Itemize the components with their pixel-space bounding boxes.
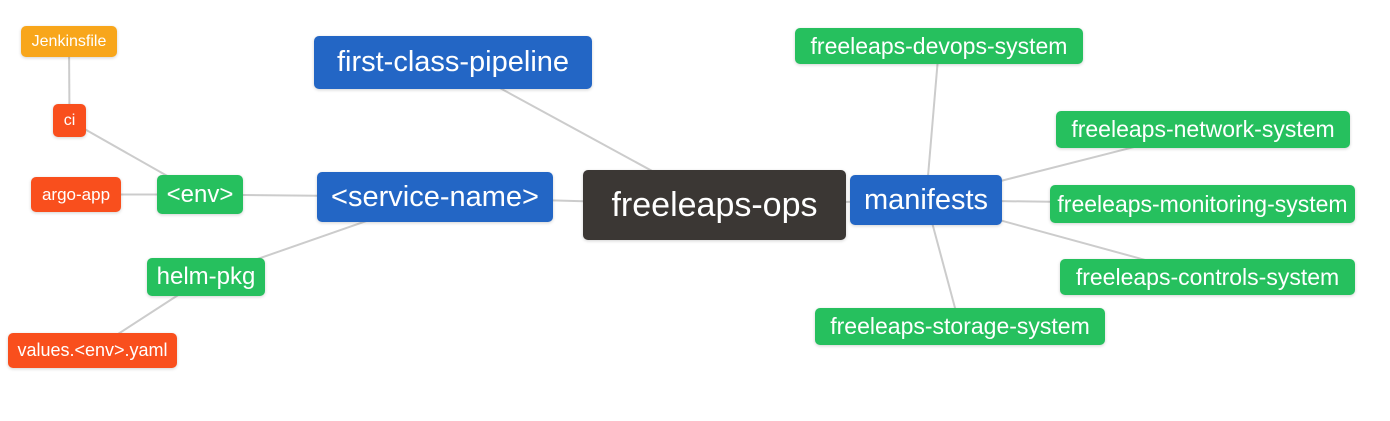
edge-manifests-devops-system: [925, 45, 940, 201]
node-argo-app[interactable]: argo-app: [31, 177, 121, 212]
node-jenkinsfile[interactable]: Jenkinsfile: [21, 26, 117, 57]
node-first-class-pipeline[interactable]: first-class-pipeline: [314, 36, 592, 89]
node-freeleaps-ops[interactable]: freeleaps-ops: [583, 170, 846, 240]
node-ci[interactable]: ci: [53, 104, 86, 137]
node-service-name[interactable]: <service-name>: [317, 172, 553, 222]
node-env[interactable]: <env>: [157, 175, 243, 214]
node-manifests[interactable]: manifests: [850, 175, 1002, 225]
node-network-system[interactable]: freeleaps-network-system: [1056, 111, 1350, 148]
node-devops-system[interactable]: freeleaps-devops-system: [795, 28, 1083, 64]
node-values-env-yaml[interactable]: values.<env>.yaml: [8, 333, 177, 368]
node-monitoring-system[interactable]: freeleaps-monitoring-system: [1050, 185, 1355, 223]
node-helm-pkg[interactable]: helm-pkg: [147, 258, 265, 296]
node-controls-system[interactable]: freeleaps-controls-system: [1060, 259, 1355, 295]
node-storage-system[interactable]: freeleaps-storage-system: [815, 308, 1105, 345]
